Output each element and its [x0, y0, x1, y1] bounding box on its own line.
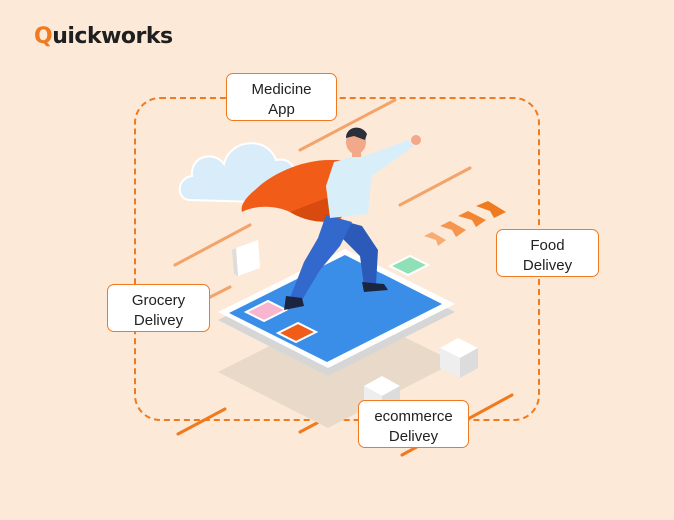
speed-line: [298, 98, 397, 152]
food-delivery-label: Food Delivey: [496, 229, 599, 277]
grocery-delivery-label-line2: Delivey: [133, 312, 184, 329]
chevron-arrows-icon: [424, 201, 506, 246]
grocery-delivery-label: Grocery Delivey: [107, 284, 210, 332]
logo-q-letter: Q: [34, 24, 53, 49]
speed-line: [173, 223, 252, 267]
medicine-app-label-line1: Medicine: [251, 81, 312, 98]
tile-icon: [232, 240, 260, 276]
grocery-delivery-label-line1: Grocery: [131, 292, 186, 309]
cube-icon: [440, 338, 478, 378]
superhero-figure: [241, 127, 421, 310]
ecommerce-delivery-label-line1: ecommerce: [374, 408, 453, 425]
green-app-tile: [387, 254, 431, 277]
logo-wordmark: uickworks: [52, 24, 173, 49]
food-delivery-label-line2: Delivey: [522, 257, 573, 274]
ecommerce-delivery-label-line2: Delivey: [388, 428, 439, 445]
speed-line: [398, 166, 472, 207]
medicine-app-label: Medicine App: [226, 73, 337, 121]
food-delivery-label-line1: Food: [530, 237, 565, 254]
ecommerce-delivery-label: ecommerce Delivey: [358, 400, 469, 448]
orange-dash: [176, 407, 227, 436]
pink-app-tile: [243, 299, 289, 323]
quickworks-logo: Quickworks: [34, 24, 173, 49]
orange-app-tile: [275, 321, 319, 344]
medicine-app-label-line2: App: [268, 101, 295, 118]
